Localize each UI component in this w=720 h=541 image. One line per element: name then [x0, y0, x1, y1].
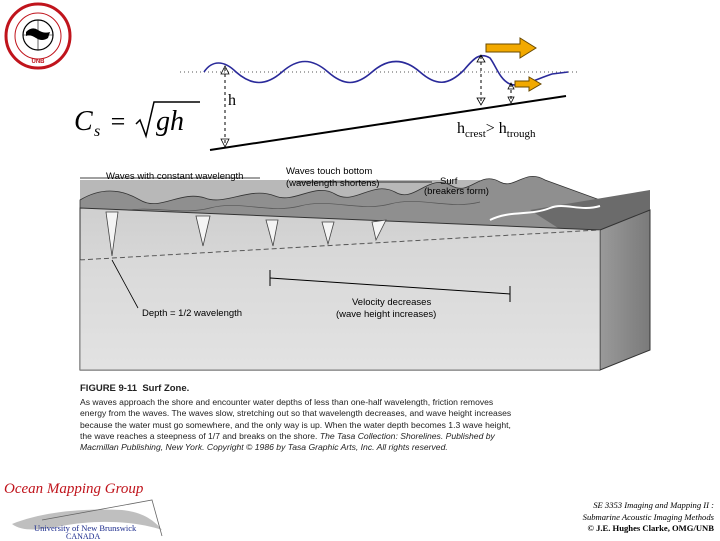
- label-waves-touch-bottom-2: (wavelength shortens): [286, 178, 380, 189]
- greater-than-h: > h: [485, 120, 507, 137]
- course-credit-block: SE 3353 Imaging and Mapping II : Submari…: [504, 500, 714, 535]
- label-constant-wavelength: Waves with constant wavelength: [106, 171, 244, 182]
- orbital-cones: [105, 211, 387, 257]
- omg-swath-graphic: [12, 499, 163, 537]
- wave-schematic: [180, 37, 580, 151]
- formula-eq: =: [109, 107, 127, 136]
- label-depth-half-wavelength: Depth = 1/2 wavelength: [142, 308, 243, 319]
- wave-speed-formula: C s = gh: [72, 98, 202, 142]
- formula-lhs: C: [74, 106, 93, 137]
- university-country: CANADA: [66, 532, 101, 541]
- label-velocity-decreases-1: Velocity decreases: [352, 297, 432, 308]
- depth-label-h: h: [228, 92, 236, 109]
- label-surf-1: Surf: [440, 176, 458, 187]
- geodesy-engineering-seal-logo: UNB: [4, 2, 72, 70]
- square-root-symbol: [135, 101, 200, 139]
- university-name: University of New Brunswick: [34, 523, 137, 533]
- caption-title: FIGURE 9-11 Surf Zone.: [80, 383, 520, 394]
- formula-rhs: gh: [156, 106, 184, 137]
- trough-velocity-arrow: [514, 76, 542, 92]
- surf-zone-block-diagram: [79, 175, 651, 371]
- trough-sub: trough: [506, 128, 536, 141]
- caption-credit-body: Published by Macmillan Publishing, New Y…: [80, 430, 495, 453]
- caption-body: As waves approach the shore and encounte…: [80, 397, 512, 441]
- crest-trough-inequality: hcrest> htrough: [457, 120, 536, 140]
- label-velocity-decreases-2: (wave height increases): [336, 309, 437, 320]
- h-crest-label: h: [457, 120, 465, 137]
- label-surf-2: (breakers form): [424, 186, 489, 197]
- caption-credit-lead: The Tasa Collection: Shorelines.: [319, 430, 444, 441]
- crest-velocity-arrow: [485, 37, 537, 59]
- course-title-line: SE 3353 Imaging and Mapping II :: [593, 500, 714, 510]
- crest-sub: crest: [465, 128, 486, 141]
- course-subtitle-line: Submarine Acoustic Imaging Methods: [582, 511, 714, 522]
- sea-floor-line: [209, 95, 567, 151]
- figure-title: Surf Zone.: [142, 383, 190, 394]
- label-waves-touch-bottom-1: Waves touch bottom: [286, 166, 373, 177]
- formula-lhs-sub: s: [94, 123, 100, 140]
- copyright-line: © J.E. Hughes Clarke, OMG/UNB: [587, 523, 715, 533]
- svg-text:UNB: UNB: [32, 59, 46, 65]
- ocean-mapping-group-title: Ocean Mapping Group: [4, 481, 144, 497]
- figure-caption: FIGURE 9-11 Surf Zone. As waves approach…: [80, 383, 520, 453]
- figure-number: FIGURE 9-11: [80, 383, 138, 394]
- surface-wave: [203, 54, 569, 86]
